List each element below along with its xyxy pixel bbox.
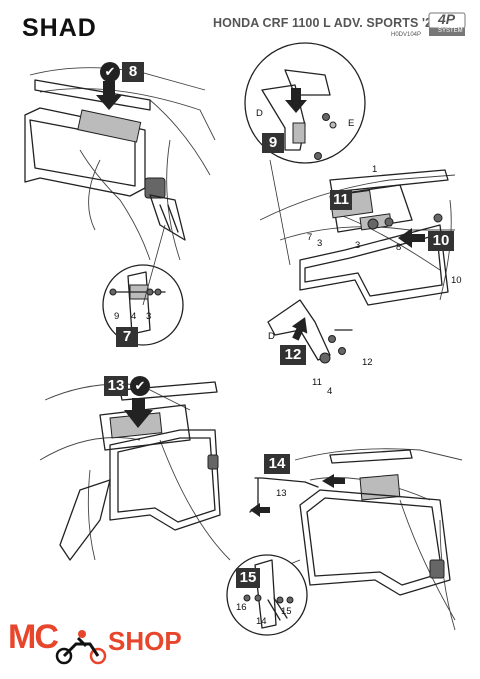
model-title: HONDA CRF 1100 L ADV. SPORTS '20 [213,16,440,30]
callout-label: 4 [131,311,137,322]
callout-label: 3 [146,311,152,322]
detail-circle-step-9 [244,42,366,266]
check-icon: ✔ [130,376,150,396]
step-10-box: 10 [428,231,454,251]
step-14-box: 14 [264,454,290,474]
system-badge-sub: SYSTEM [438,28,463,34]
illustration-step-11 [259,169,456,364]
system-badge-label: 4P [438,11,456,27]
callout-label: 10 [451,275,462,286]
system-badge: 4P SYSTEM [428,11,466,38]
callout-label: 1 [372,164,378,175]
arrow-left-icon [398,228,425,248]
callout-label: 12 [362,357,373,368]
callout-label: 4 [327,386,333,397]
motorcycle-icon [55,630,107,665]
arrow-left-icon [250,503,270,517]
callout-label: 13 [276,488,287,499]
callout-label: 3 [355,240,361,251]
callout-label: D [268,331,275,342]
arrow-up-icon [291,317,308,341]
callout-label: E [348,118,355,129]
arrow-left-icon [322,474,345,488]
callout-label: 11 [312,377,322,388]
callout-label: 7 [307,232,313,243]
callout-label: D [256,108,263,119]
arrow-down-icon [124,398,153,428]
model-code: H0DV104P [391,32,422,38]
callout-label: 14 [256,616,267,627]
arrow-down-icon [285,88,307,113]
step-15-box: 15 [236,568,260,588]
brand-logo: SHAD [22,14,97,42]
callout-label: 3 [317,238,323,249]
arrow-down-icon [96,81,122,110]
callout-label: 15 [281,606,292,617]
step-9-box: 9 [262,133,284,153]
callout-label: 9 [114,311,120,322]
footer-logo-mc: MC [8,618,59,656]
detail-circle-step-7 [102,224,184,346]
step-8-box: 8 [122,62,144,82]
step-12-box: 12 [280,345,306,365]
check-icon: ✔ [100,62,120,82]
illustration-step-13 [39,381,231,561]
detail-circle-step-15 [226,554,308,636]
step-7-box: 7 [116,327,138,347]
callout-label: 16 [236,602,247,613]
callout-label: 8 [396,242,402,253]
step-11-box: 11 [330,190,352,210]
footer-logo-shop: SHOP [108,626,182,656]
step-13-box: 13 [104,376,128,396]
